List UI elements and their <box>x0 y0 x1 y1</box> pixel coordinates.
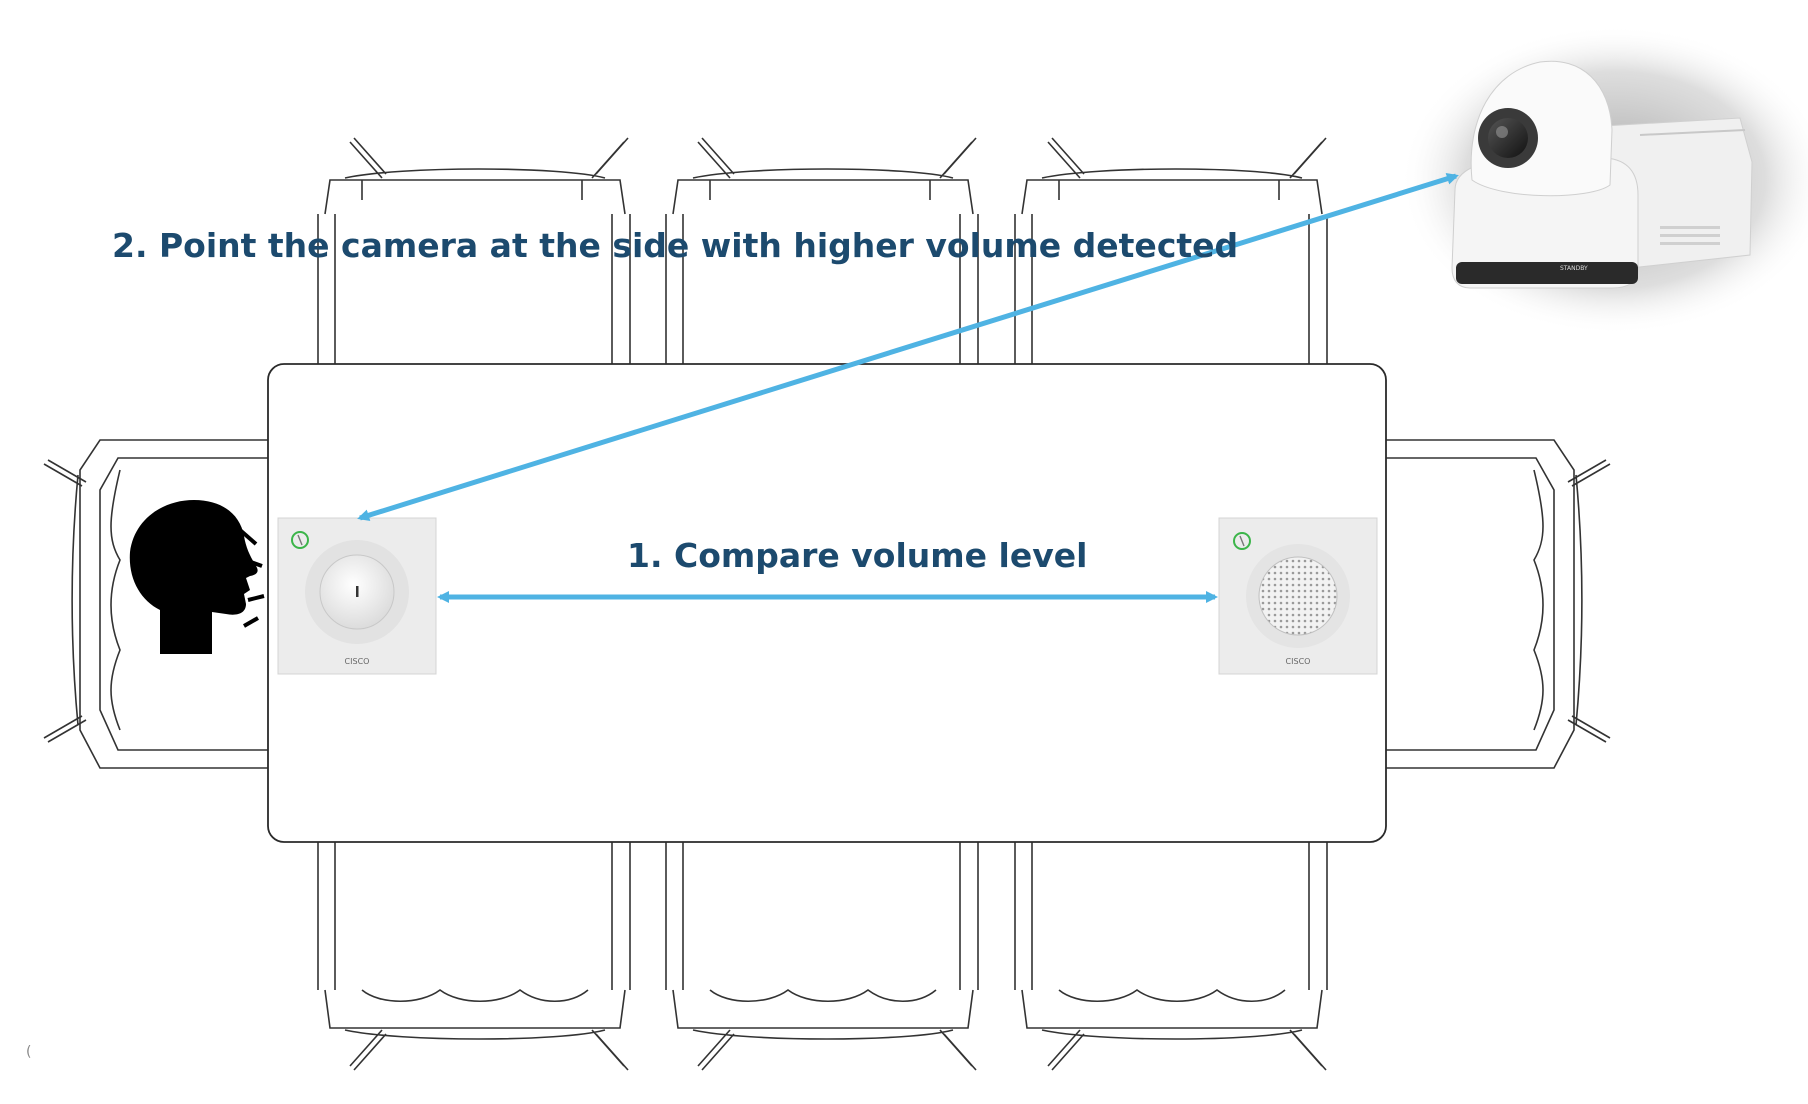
step-2-label: 2. Point the camera at the side with hig… <box>112 226 1239 265</box>
table-microphone-left: CISCO <box>277 517 437 675</box>
mute-indicator-icon <box>291 531 309 549</box>
chair-right <box>1386 439 1611 769</box>
speaking-person-icon <box>129 500 265 654</box>
camera-pointing-arrow <box>357 172 1459 522</box>
chair-bottom-2 <box>665 842 979 1071</box>
cisco-logo-right: CISCO <box>1286 657 1311 666</box>
cisco-logo-left: CISCO <box>345 657 370 666</box>
chair-bottom-1 <box>317 842 631 1071</box>
camera-status-text: STANDBY <box>1560 265 1588 272</box>
chair-bottom-3 <box>1014 842 1328 1071</box>
chair-left <box>43 439 268 769</box>
table-microphone-right: CISCO <box>1218 517 1378 675</box>
step-1-label: 1. Compare volume level <box>627 536 1088 575</box>
mute-indicator-icon <box>1233 532 1251 550</box>
ptz-camera: STANDBY <box>1400 25 1808 335</box>
corner-mark: ( <box>26 1044 32 1060</box>
